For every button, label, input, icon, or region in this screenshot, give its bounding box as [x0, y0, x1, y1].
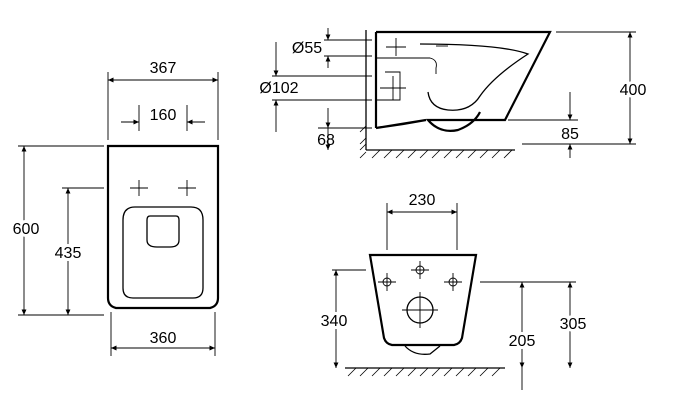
side-view: Ø55 Ø102 68 400 85 [256, 28, 649, 159]
side-outlet-large-label: Ø102 [259, 80, 298, 97]
rear-view: 230 340 205 305 [318, 192, 589, 390]
rear-view-body [368, 253, 478, 347]
front-view-body [106, 144, 220, 310]
rear-height-label: 340 [321, 313, 348, 330]
front-overall-width-label: 367 [150, 60, 177, 77]
front-inlet-height-label: 435 [55, 245, 82, 262]
front-base-width-label: 360 [150, 330, 177, 347]
front-view-bowl [146, 215, 180, 248]
front-height-label: 600 [13, 221, 40, 238]
front-view-seat [122, 206, 204, 299]
front-view-inlet-right [178, 180, 196, 196]
front-view: 367 160 600 435 360 [10, 60, 220, 356]
rear-bolt-spacing-label: 230 [409, 192, 436, 209]
rear-view-hatching [347, 367, 501, 377]
side-total-height-label: 400 [620, 82, 647, 99]
side-outlet-small-label: Ø55 [292, 40, 322, 57]
side-view-hatching [359, 125, 513, 159]
side-view-body [375, 30, 552, 132]
rear-bolt-height-label: 305 [560, 316, 587, 333]
rear-outlet-center-height-label: 205 [509, 333, 536, 350]
side-outlet-height-label: 68 [317, 132, 335, 149]
side-bowl-offset-label: 85 [561, 126, 579, 143]
front-inlet-spacing-label: 160 [150, 107, 177, 124]
front-view-inlet-left [130, 180, 148, 196]
